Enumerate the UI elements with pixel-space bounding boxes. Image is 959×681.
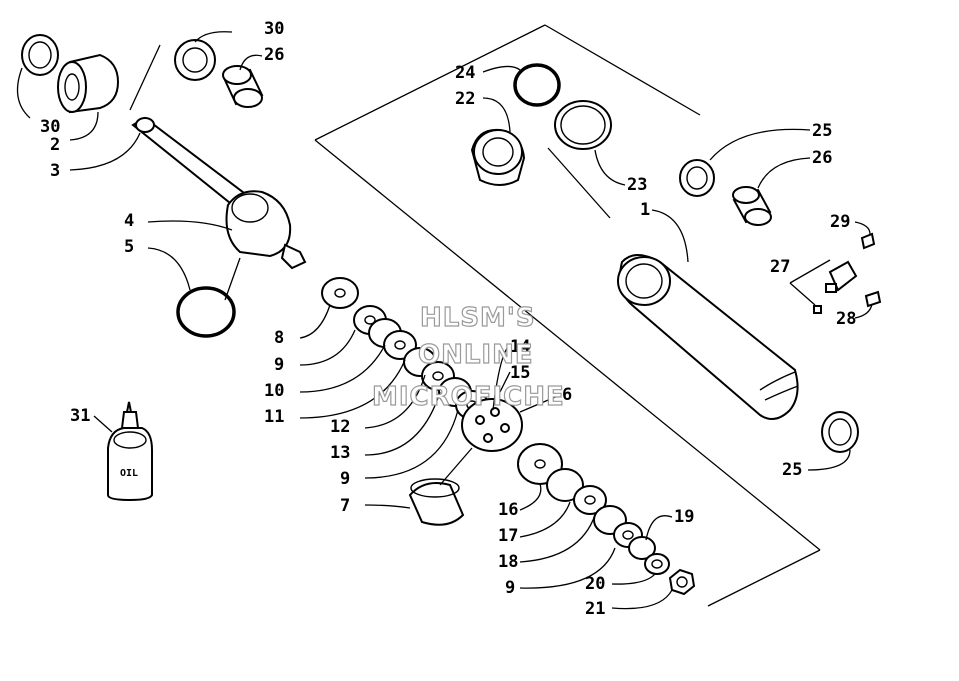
callout-9-c: 9: [505, 578, 515, 598]
frame-line-right-bottom: [707, 549, 821, 607]
callout-23: 23: [627, 175, 647, 195]
part-21-nut: [668, 568, 696, 596]
callout-15: 15: [510, 363, 530, 383]
callout-30-top: 30: [264, 19, 284, 39]
callout-28: 28: [836, 309, 856, 329]
part-29-screw: [860, 232, 876, 250]
part-30-cap: [21, 34, 59, 76]
callout-3: 3: [50, 161, 60, 181]
part-6-piston: [461, 398, 523, 452]
oil-label: OIL: [120, 468, 138, 479]
part-31-oil-bottle: OIL: [107, 401, 153, 502]
callout-24: 24: [455, 63, 475, 83]
callout-16: 16: [498, 500, 518, 520]
part-25-cap-upper: [679, 159, 715, 197]
callout-25-bottom: 25: [782, 460, 802, 480]
watermark-line-1: HLSM'S: [420, 303, 536, 333]
part-26-bushing: [222, 65, 264, 108]
callout-8: 8: [274, 328, 284, 348]
callout-1: 1: [640, 200, 650, 220]
part-22-cap: [470, 128, 526, 186]
watermark-line-3: MICROFICHE: [372, 382, 565, 412]
frame-line-27b: [789, 282, 816, 306]
callout-12: 12: [330, 417, 350, 437]
callout-17: 17: [498, 526, 518, 546]
part-30-sleeve: [174, 39, 216, 81]
callout-10: 10: [264, 381, 284, 401]
callout-18: 18: [498, 552, 518, 572]
callout-20: 20: [585, 574, 605, 594]
frame-line-27a: [789, 259, 831, 284]
callout-4: 4: [124, 211, 134, 231]
callout-25-top: 25: [812, 121, 832, 141]
callout-19: 19: [674, 507, 694, 527]
watermark-line-2: ONLINE: [418, 340, 534, 370]
part-27-valve: [825, 260, 858, 293]
callout-29: 29: [830, 212, 850, 232]
callout-31: 31: [70, 406, 90, 426]
callout-27: 27: [770, 257, 790, 277]
part-2-eye: [57, 53, 120, 114]
watermark: HLSM'S ONLINE MICROFICHE: [371, 302, 565, 412]
part-5-oring: [176, 286, 236, 338]
part-24-oring: [513, 63, 561, 107]
part-28-screw: [864, 290, 882, 308]
part-26-bushing-right: [732, 186, 772, 226]
frame-line-left: [129, 44, 161, 111]
part-4-body: [225, 190, 307, 270]
callout-2: 2: [50, 135, 60, 155]
callout-6: 6: [562, 385, 572, 405]
part-25-cap-lower: [821, 411, 859, 453]
callout-11: 11: [264, 407, 284, 427]
part-7-band: [408, 478, 465, 526]
leader-lines: [16, 31, 873, 610]
callout-22: 22: [455, 89, 475, 109]
callout-26-right: 26: [812, 148, 832, 168]
frame-line-bottom: [314, 139, 821, 551]
callout-21: 21: [585, 599, 605, 619]
part-23-ring: [554, 100, 612, 150]
washer-stack-lower: [517, 443, 670, 575]
frame-line-top: [314, 24, 546, 141]
frame-line-right-top: [544, 24, 701, 116]
part-27-fitting: [813, 305, 822, 314]
callout-7: 7: [340, 496, 350, 516]
callout-13: 13: [330, 443, 350, 463]
callout-30-left: 30: [40, 117, 60, 137]
callout-9-a: 9: [274, 355, 284, 375]
callout-14: 14: [510, 337, 530, 357]
part-1-reservoir: [617, 254, 799, 420]
callout-26-top: 26: [264, 45, 284, 65]
callout-9-b: 9: [340, 469, 350, 489]
callout-labels: 30 26 30 2 3 4 5 8 9 10 11 12 13 9 7 31 …: [40, 19, 856, 619]
callout-5: 5: [124, 237, 134, 257]
